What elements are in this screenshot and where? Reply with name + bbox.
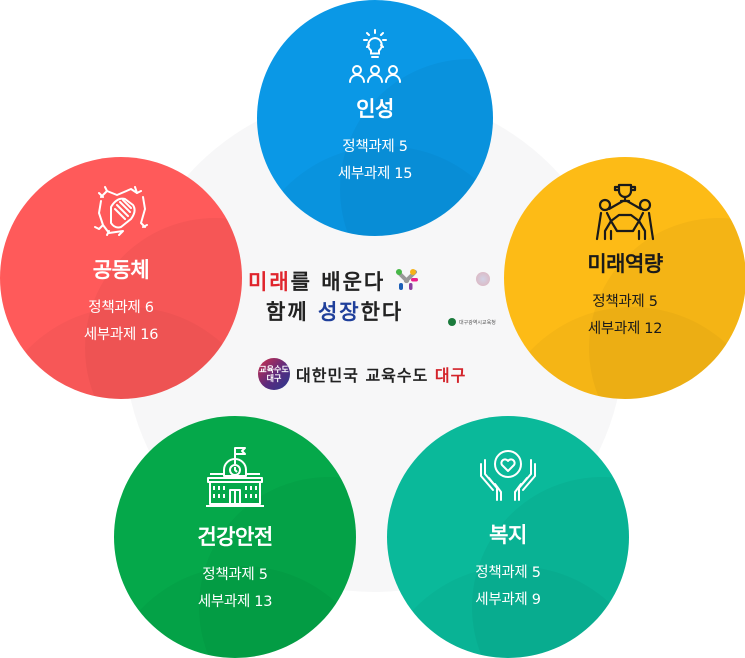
policy-count: 정책과제 6 [88,300,154,316]
detail-count: 세부과제 12 [587,321,663,337]
slogan-line-2: 함께 성장한다 [266,299,404,324]
trophy-team-icon [593,183,657,241]
policy-count: 정책과제 5 [475,565,541,581]
pillar-character[interactable]: 인성 정책과제 5 세부과제 15 [257,0,493,236]
pillar-title: 인성 [356,97,394,121]
lightbulb-people-icon [340,28,410,86]
pillar-future-competency[interactable]: 미래역량 정책과제 5 세부과제 12 [504,157,745,399]
detail-count: 세부과제 15 [337,166,413,182]
joined-hands-icon [89,179,153,243]
detail-count: 세부과제 9 [475,592,541,608]
slogan-line-1: 미래를 배운다 [248,268,448,298]
pinwheel-icon [395,269,419,298]
policy-count: 정책과제 5 [592,294,658,310]
pillar-welfare[interactable]: 복지 정책과제 5 세부과제 9 [387,416,629,658]
school-building-icon [204,446,266,508]
daegu-logo: 교육수도 대구 대한민국 교육수도 대구 [258,358,466,390]
policy-count: 정책과제 5 [342,139,408,155]
policy-count: 정책과제 5 [202,567,268,583]
daegu-seal-icon: 교육수도 대구 [258,358,290,390]
detail-count: 세부과제 16 [83,327,159,343]
daegu-slogan: 대한민국 교육수도 대구 [296,366,467,385]
education-office-logo: 대구광역시교육청 [448,318,496,326]
mini-seal-icon [476,272,490,286]
pillar-title: 미래역량 [587,252,663,276]
pillar-title: 복지 [489,523,527,547]
pillar-community[interactable]: 공동체 정책과제 6 세부과제 16 [0,157,242,399]
pillar-title: 건강안전 [197,525,273,549]
hands-heart-icon [477,448,539,508]
pillar-title: 공동체 [92,258,150,282]
slogan-logo: 미래를 배운다 함께 성장한다 [248,268,448,326]
pillar-health-safety[interactable]: 건강안전 정책과제 5 세부과제 13 [114,416,356,658]
detail-count: 세부과제 13 [197,594,273,610]
office-emblem-icon [448,318,456,326]
